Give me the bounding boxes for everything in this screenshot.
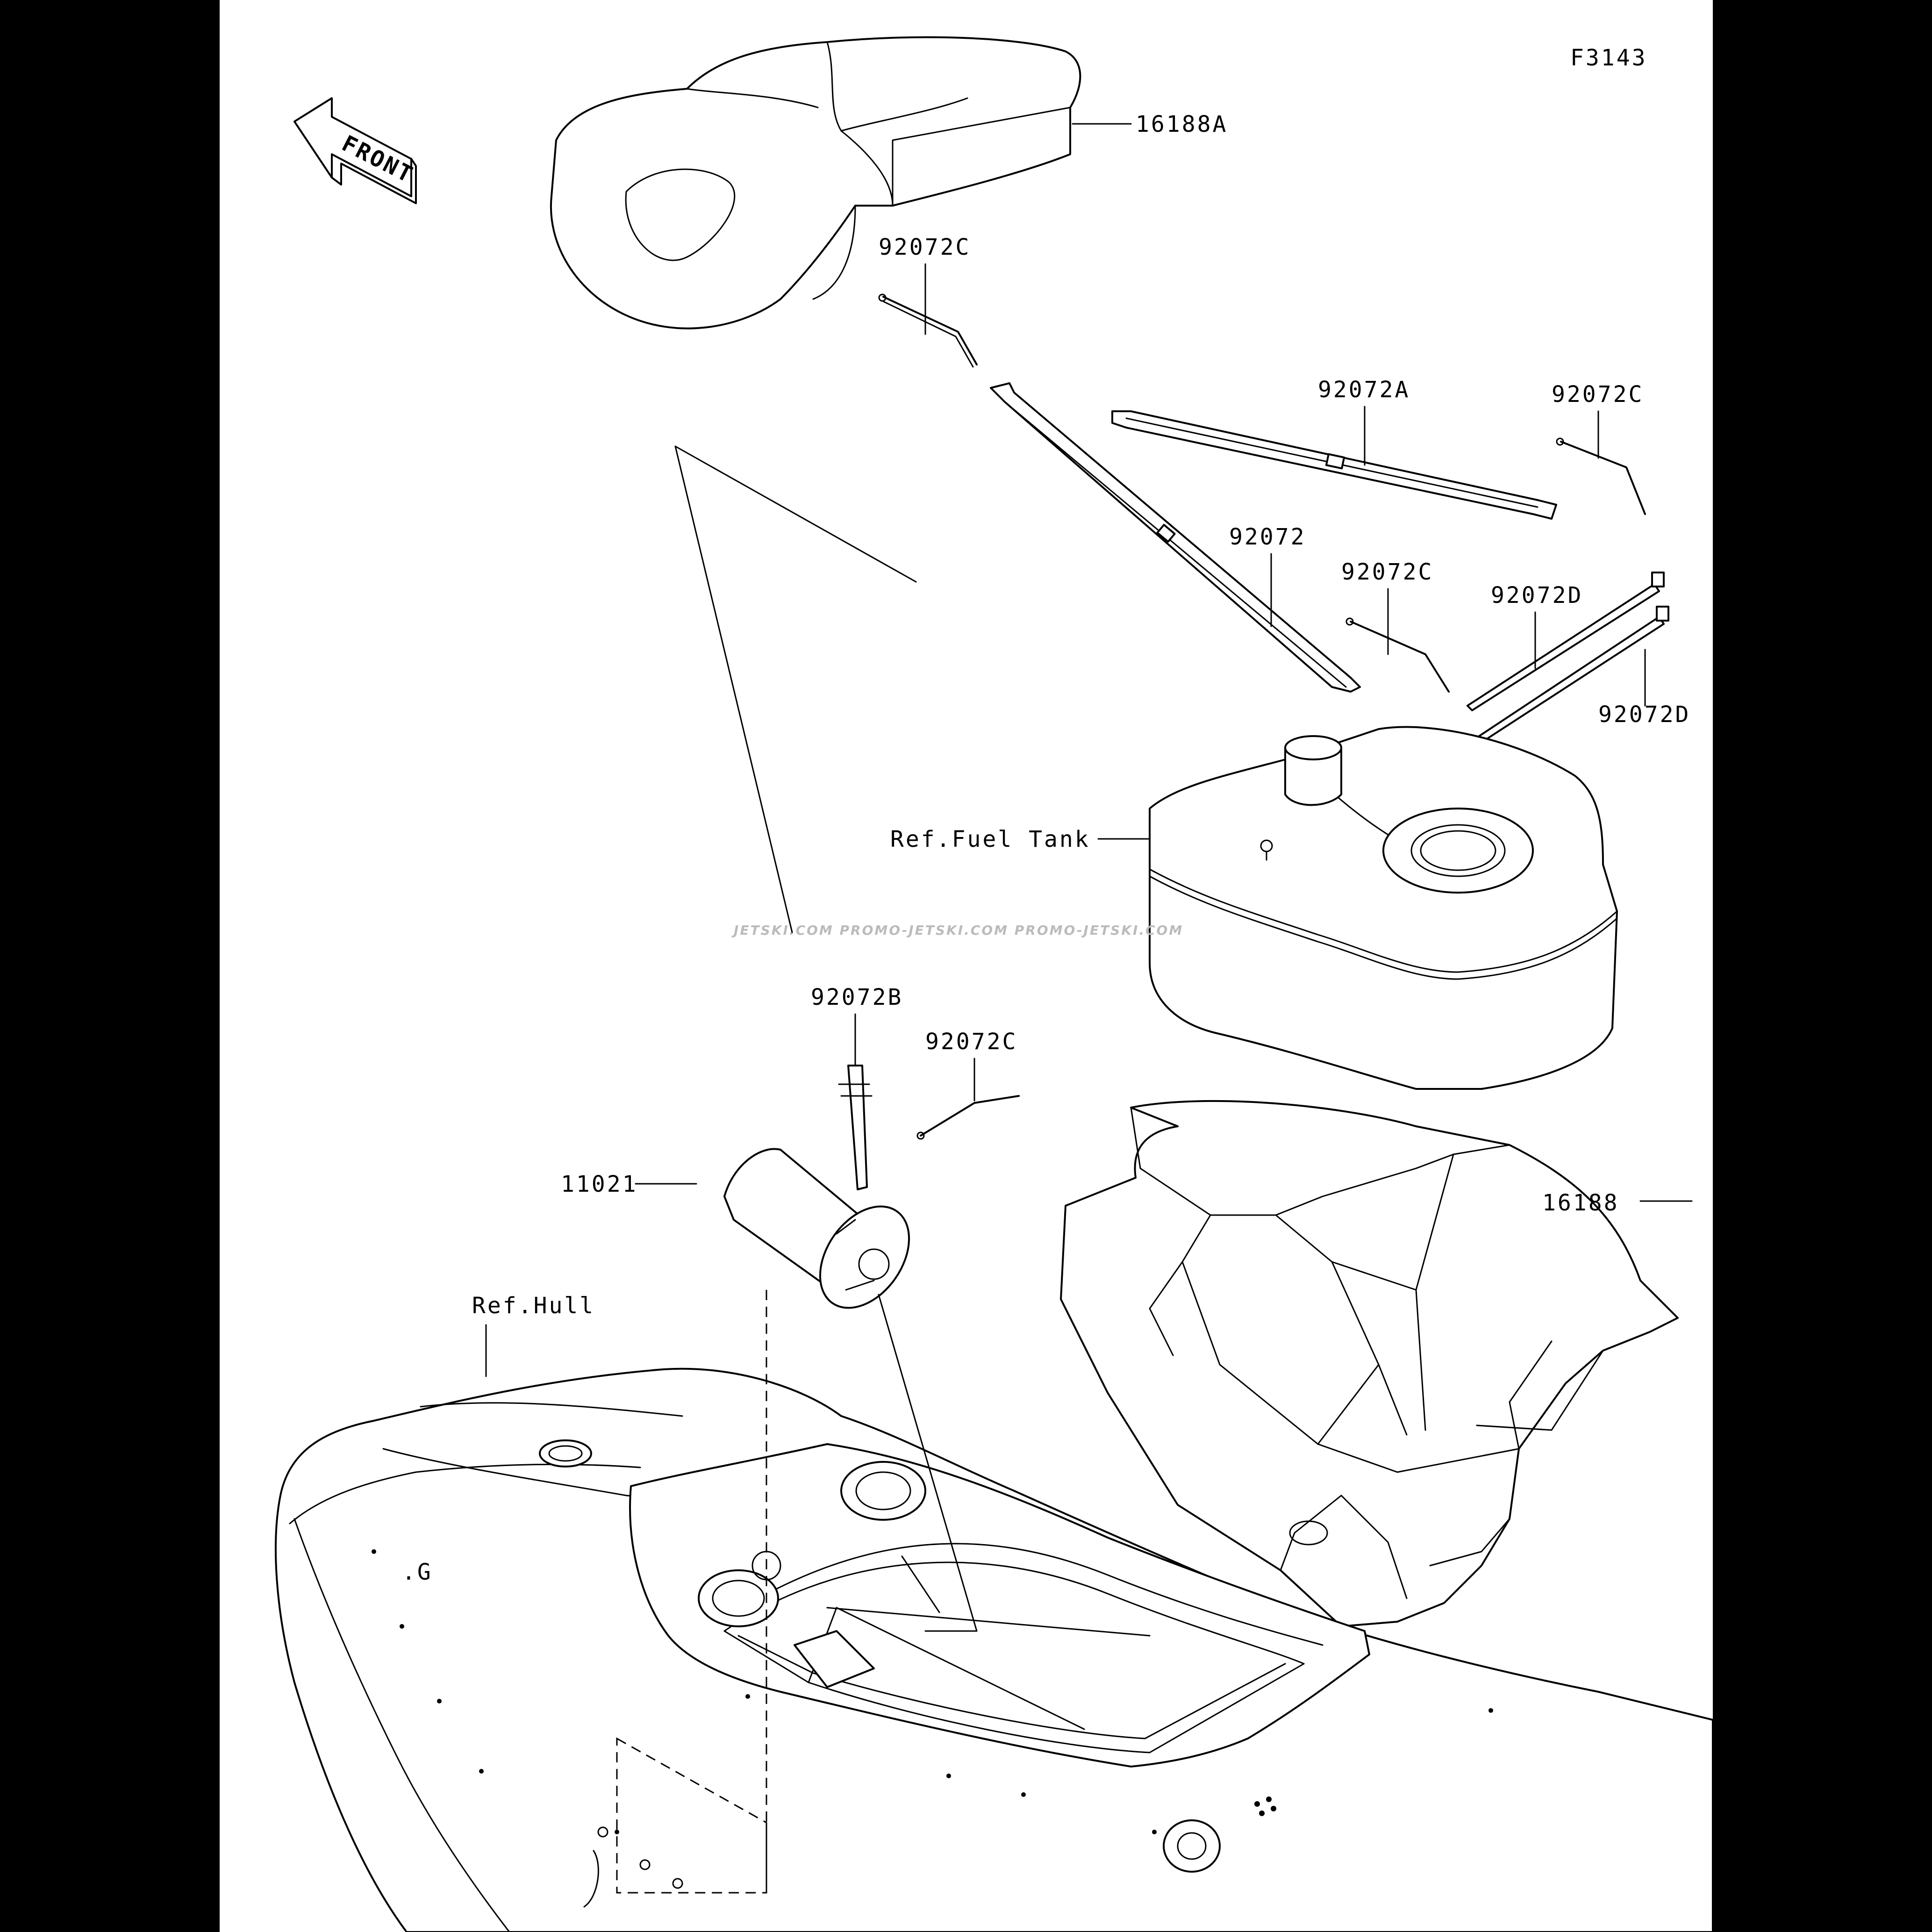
label-92072C-top: 92072C <box>879 234 971 260</box>
label-92072: 92072 <box>1229 524 1306 550</box>
label-11021: 11021 <box>561 1171 638 1197</box>
label-92072C-mid: 92072C <box>1341 559 1433 585</box>
label-16188: 16188 <box>1542 1190 1619 1216</box>
filter-11021-drawing <box>723 1148 910 1309</box>
label-92072B: 92072B <box>811 984 903 1010</box>
label-16188A: 16188A <box>1136 111 1228 137</box>
seat-cover-drawing <box>550 36 1081 329</box>
parts-diagram-sheet: F3143 FRONT 16188A 92072C 92072 92072A 9… <box>220 0 1713 1932</box>
front-arrow-icon: FRONT <box>293 97 418 204</box>
hull-drawing: .G <box>275 1290 1713 1932</box>
front-arrow-label: FRONT <box>338 130 418 189</box>
label-92072C-right: 92072C <box>1552 381 1644 408</box>
label-92072D-upper: 92072D <box>1491 582 1583 608</box>
tie-92072D-upper-drawing <box>1467 572 1665 711</box>
label-ref-hull: Ref.Hull <box>472 1293 595 1319</box>
label-92072D-lower: 92072D <box>1598 701 1690 728</box>
fuel-tank-drawing <box>1149 726 1618 1090</box>
hull-mark: .G <box>402 1559 433 1585</box>
figure-code: F3143 <box>1570 45 1647 71</box>
strap-92072B-drawing <box>838 1065 873 1190</box>
label-92072C-low: 92072C <box>925 1029 1017 1055</box>
storage-bin-16188-drawing <box>1060 1100 1679 1627</box>
label-92072A: 92072A <box>1318 377 1410 403</box>
strap-92072-drawing <box>990 382 1361 693</box>
label-ref-fuel-tank: Ref.Fuel Tank <box>890 826 1090 852</box>
strap-92072A-drawing <box>1111 410 1557 520</box>
watermark-text: JETSKI.COM PROMO-JETSKI.COM PROMO-JETSKI… <box>731 923 1183 938</box>
